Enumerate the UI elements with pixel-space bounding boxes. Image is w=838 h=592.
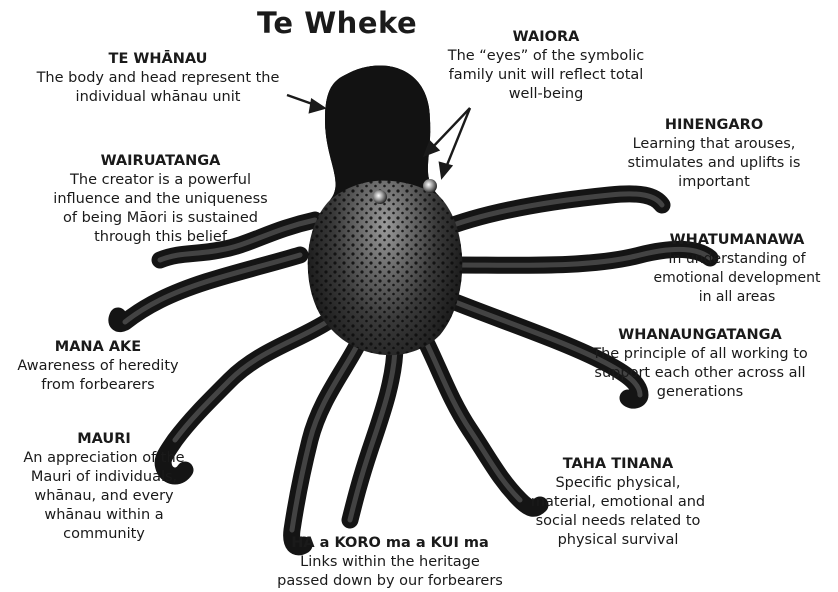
label-line: influence and the uniqueness	[38, 190, 283, 209]
label-line: whānau, and every	[10, 487, 198, 506]
label-heading: WAIRUATANGA	[38, 152, 283, 171]
label-line: The body and head represent the	[18, 69, 298, 88]
label-heading: WAIORA	[430, 28, 662, 47]
label-line: whānau within a	[10, 506, 198, 525]
waiora-arrow-left-icon	[430, 108, 470, 150]
octopus-body	[308, 65, 463, 355]
label-line: from forbearers	[10, 376, 186, 395]
label-heading: WHATUMANAWA	[636, 231, 838, 250]
label-line: Mauri of individuals,	[10, 468, 198, 487]
label-mauri: MAURI An appreciation of the Mauri of in…	[10, 430, 198, 544]
label-line: family unit will reflect total	[430, 66, 662, 85]
label-line: passed down by our forbearers	[248, 572, 532, 591]
label-waiora: WAIORA The “eyes” of the symbolic family…	[430, 28, 662, 104]
label-line: Learning that arouses,	[612, 135, 816, 154]
label-line: In understanding of	[636, 250, 838, 269]
te-whanau-arrowhead-icon	[310, 100, 324, 112]
waiora-arrow-right-icon	[445, 108, 470, 170]
label-line: Specific physical,	[520, 474, 716, 493]
label-heading: TE WHĀNAU	[18, 50, 298, 69]
label-line: individual whānau unit	[18, 88, 298, 107]
label-line: The principle of all working to	[572, 345, 828, 364]
label-line: through this belief	[38, 228, 283, 247]
label-line: physical survival	[520, 531, 716, 550]
label-heading: WHANAUNGATANGA	[572, 326, 828, 345]
label-line: community	[10, 525, 198, 544]
label-line: important	[612, 173, 816, 192]
label-line: Awareness of heredity	[10, 357, 186, 376]
right-eye-icon	[423, 179, 437, 193]
label-line: emotional development	[636, 269, 838, 288]
label-taha-tinana: TAHA TINANA Specific physical, material,…	[520, 455, 716, 550]
label-line: generations	[572, 383, 828, 402]
label-line: The “eyes” of the symbolic	[430, 47, 662, 66]
label-heading: HINENGARO	[612, 116, 816, 135]
label-heading: TAHA TINANA	[520, 455, 716, 474]
label-line: stimulates and uplifts is	[612, 154, 816, 173]
label-wairuatanga: WAIRUATANGA The creator is a powerful in…	[38, 152, 283, 247]
label-line: Links within the heritage	[248, 553, 532, 572]
label-line: material, emotional and	[520, 493, 716, 512]
label-whanaungatanga: WHANAUNGATANGA The principle of all work…	[572, 326, 828, 402]
label-heading: MANA AKE	[10, 338, 186, 357]
label-te-whanau: TE WHĀNAU The body and head represent th…	[18, 50, 298, 107]
label-line: social needs related to	[520, 512, 716, 531]
label-line: The creator is a powerful	[38, 171, 283, 190]
label-line: of being Māori is sustained	[38, 209, 283, 228]
label-line: An appreciation of the	[10, 449, 198, 468]
page-title: Te Wheke	[257, 6, 417, 40]
label-hinengaro: HINENGARO Learning that arouses, stimula…	[612, 116, 816, 192]
label-ha-a-koro: HA a KORO ma a KUI ma Links within the h…	[248, 534, 532, 591]
label-line: well-being	[430, 85, 662, 104]
label-line: support each other across all	[572, 364, 828, 383]
waiora-arrowhead-right-icon	[440, 163, 451, 177]
label-line: in all areas	[636, 288, 838, 307]
label-mana-ake: MANA AKE Awareness of heredity from forb…	[10, 338, 186, 395]
label-heading: HA a KORO ma a KUI ma	[248, 534, 532, 553]
left-eye-icon	[373, 190, 387, 204]
label-heading: MAURI	[10, 430, 198, 449]
label-whatumanawa: WHATUMANAWA In understanding of emotiona…	[636, 231, 838, 307]
